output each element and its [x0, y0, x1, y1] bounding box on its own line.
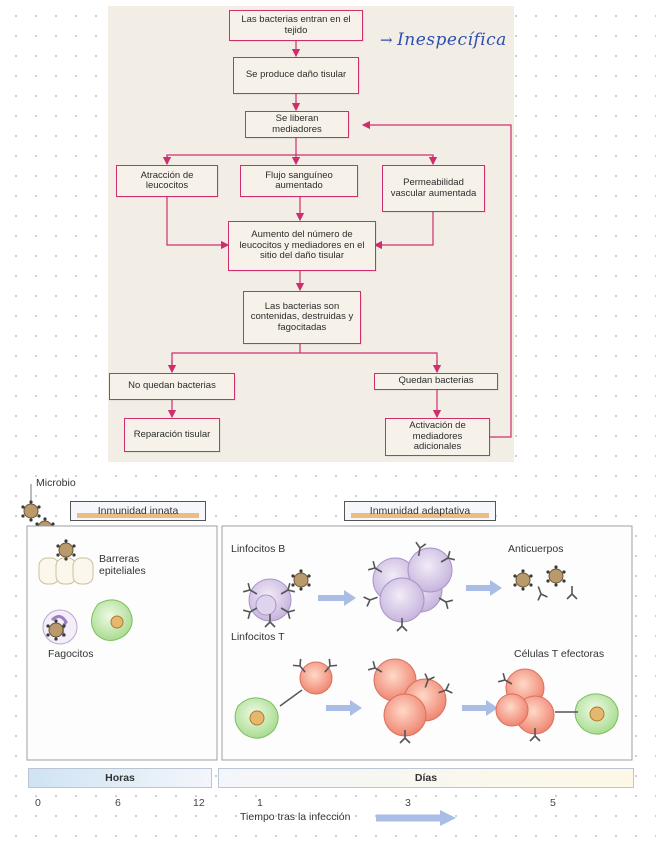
hours-bar: Horas: [28, 768, 212, 788]
day-tick-5: 5: [550, 797, 556, 809]
flow-leukocyte-attraction-label: Atracción de leucocitos: [140, 169, 194, 191]
flowchart-arrows: [162, 41, 512, 438]
hour-tick-0: 0: [35, 797, 41, 809]
flow-additional-mediators: Activación de mediadores adicionales: [385, 418, 490, 456]
day-tick-1: 1: [257, 797, 263, 809]
phagocytes-label: Fagocitos: [48, 648, 94, 660]
flow-no-bacteria-remain-label: No quedan bacterias: [128, 380, 216, 392]
flow-tissue-repair-label: Reparación tisular: [133, 428, 211, 440]
flow-bacteria-enter: Las bacterias entran en el tejido: [229, 10, 363, 41]
innate-immunity-text: Inmunidad innata: [97, 505, 179, 517]
flow-bacteria-contained-label: Las bacterias son contenidas, destruidas…: [250, 300, 354, 333]
b-cells-label: Linfocitos B: [231, 543, 286, 555]
immunity-illustration: [20, 484, 633, 761]
flow-bacteria-contained: Las bacterias son contenidas, destruidas…: [243, 291, 361, 344]
flow-tissue-damage: Se produce daño tisular: [233, 57, 359, 94]
barriers-label: Barreras epiteliales: [99, 553, 146, 577]
hour-tick-6: 6: [115, 797, 121, 809]
adaptive-immunity-title: Inmunidad adaptativa: [344, 501, 496, 521]
days-label: Días: [414, 772, 438, 784]
day-tick-3: 3: [405, 797, 411, 809]
handwritten-note-text: Inespecífica: [397, 30, 507, 50]
days-bar: Días: [218, 768, 634, 788]
hours-label: Horas: [105, 772, 135, 784]
time-axis-label: Tiempo tras la infección: [240, 811, 351, 823]
time-arrow-icon: [376, 810, 456, 826]
handwritten-note: →Inespecífica: [380, 30, 507, 50]
flow-additional-mediators-label: Activación de mediadores adicionales: [409, 420, 466, 453]
flow-leukocyte-increase-label: Aumento del número de leucocitos y media…: [239, 229, 365, 262]
flow-bacteria-remain-label: Quedan bacterias: [398, 375, 474, 387]
innate-underline: [77, 513, 199, 518]
flow-tissue-repair: Reparación tisular: [124, 418, 220, 452]
flow-mediators-released-label: Se liberan mediadores: [272, 113, 322, 135]
flow-vascular-permeability: Permeabilidad vascular aumentada: [382, 165, 485, 212]
flow-vascular-permeability-label: Permeabilidad vascular aumentada: [390, 177, 477, 199]
microbe-label: Microbio: [36, 477, 76, 489]
flow-bacteria-enter-label: Las bacterias entran en el tejido: [241, 14, 351, 36]
adaptive-immunity-text: Inmunidad adaptativa: [369, 505, 471, 517]
t-cells-label: Linfocitos T: [231, 631, 285, 643]
flow-leukocyte-increase: Aumento del número de leucocitos y media…: [228, 221, 376, 271]
flow-increased-blood-flow-label: Flujo sanguíneo aumentado: [265, 169, 333, 191]
flow-tissue-damage-label: Se produce daño tisular: [245, 69, 347, 81]
flow-increased-blood-flow: Flujo sanguíneo aumentado: [240, 165, 358, 197]
flow-no-bacteria-remain: No quedan bacterias: [109, 373, 235, 400]
flow-leukocyte-attraction: Atracción de leucocitos: [116, 165, 218, 197]
hour-tick-12: 12: [193, 797, 205, 809]
effector-t-label: Células T efectoras: [514, 648, 605, 660]
flow-mediators-released: Se liberan mediadores: [245, 111, 349, 138]
adaptive-underline: [351, 513, 489, 518]
innate-immunity-title: Inmunidad innata: [70, 501, 206, 521]
flow-bacteria-remain: Quedan bacterias: [374, 373, 498, 390]
handwritten-arrow-icon: →: [380, 31, 394, 49]
antibodies-label: Anticuerpos: [508, 543, 564, 555]
